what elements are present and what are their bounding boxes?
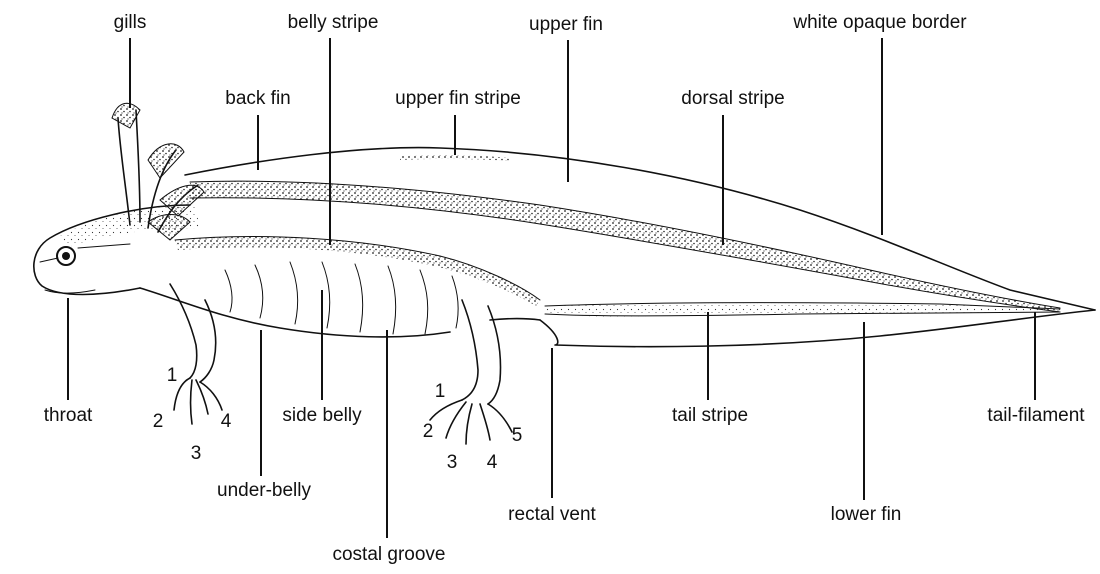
hind-toe-numbers: 1 2 3 4 5	[423, 381, 523, 473]
label-rectal-vent: rectal vent	[508, 504, 596, 525]
front-toe-2: 2	[153, 411, 164, 432]
under-belly-outline	[140, 288, 450, 337]
hind-leg	[430, 300, 512, 444]
hind-toe-2: 2	[423, 421, 434, 442]
axolotl-drawing	[34, 103, 1095, 444]
hind-toe-4: 4	[487, 452, 498, 473]
leader-lines	[68, 38, 1035, 538]
label-costal-groove: costal groove	[332, 544, 445, 565]
label-belly-stripe: belly stripe	[288, 12, 379, 33]
front-toe-4: 4	[221, 411, 232, 432]
label-gills: gills	[114, 12, 147, 33]
hind-toe-1: 1	[435, 381, 446, 402]
label-throat: throat	[44, 405, 93, 426]
hind-toe-3: 3	[447, 452, 458, 473]
costal-grooves	[225, 262, 458, 334]
upper-fin-stripe-mark	[400, 155, 510, 161]
label-dorsal-stripe: dorsal stripe	[681, 88, 785, 109]
front-toe-3: 3	[191, 443, 202, 464]
label-under-belly: under-belly	[217, 480, 311, 501]
label-back-fin: back fin	[225, 88, 290, 109]
hind-toe-5: 5	[512, 425, 523, 446]
label-upper-fin-stripe: upper fin stripe	[395, 88, 521, 109]
label-tail-stripe: tail stripe	[672, 405, 748, 426]
label-upper-fin: upper fin	[529, 14, 603, 35]
front-toe-1: 1	[167, 365, 178, 386]
label-tail-filament: tail-filament	[987, 405, 1085, 426]
front-leg	[170, 284, 222, 424]
label-white-opaque-border: white opaque border	[792, 12, 967, 33]
label-lower-fin: lower fin	[831, 504, 902, 525]
label-side-belly: side belly	[282, 405, 362, 426]
